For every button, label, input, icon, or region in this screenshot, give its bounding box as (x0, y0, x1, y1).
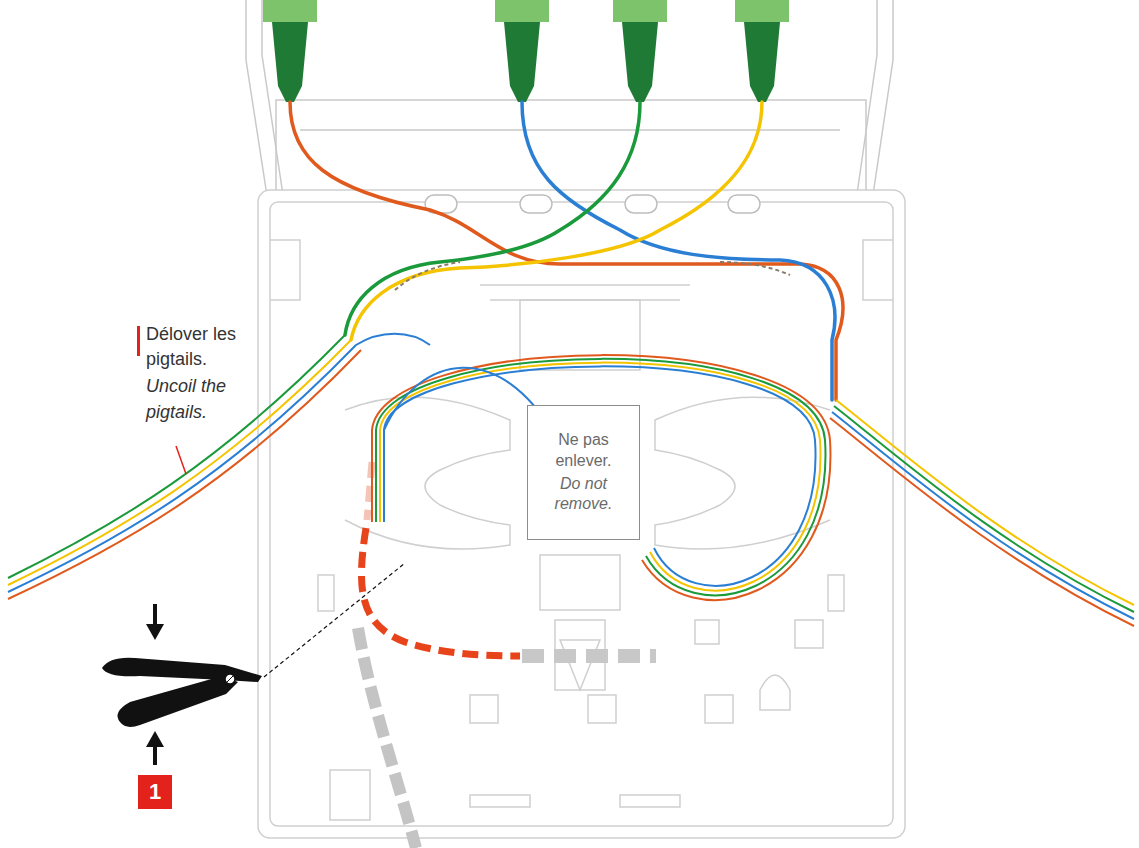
instruction-text: Délover les pigtails. (146, 322, 264, 372)
tag-text: Ne pas enlever. (536, 430, 631, 472)
cable-route (358, 628, 416, 848)
tag-text: Do not remove. (536, 474, 631, 516)
pigtail (830, 400, 1134, 626)
warning-tag: Ne pas enlever.Do not remove. (527, 405, 640, 540)
callout-number: 1 (138, 775, 172, 809)
fibre-sleeve (395, 262, 790, 290)
label-column: Délover les pigtails.Uncoil the pigtails… (146, 322, 264, 425)
cut-line (264, 563, 405, 677)
sc-apc-connector (263, 0, 789, 102)
leader-line (176, 446, 186, 474)
pigtail (8, 334, 430, 599)
callout-bar (137, 326, 140, 356)
outlet-housing (258, 190, 905, 838)
cleaver-tool (102, 604, 262, 765)
callout-number: 1 (149, 779, 161, 805)
fibre-loop (372, 355, 830, 600)
cable-route (522, 649, 656, 663)
cable-route (361, 528, 520, 656)
instruction-text: Uncoil the pigtails. (146, 374, 264, 424)
